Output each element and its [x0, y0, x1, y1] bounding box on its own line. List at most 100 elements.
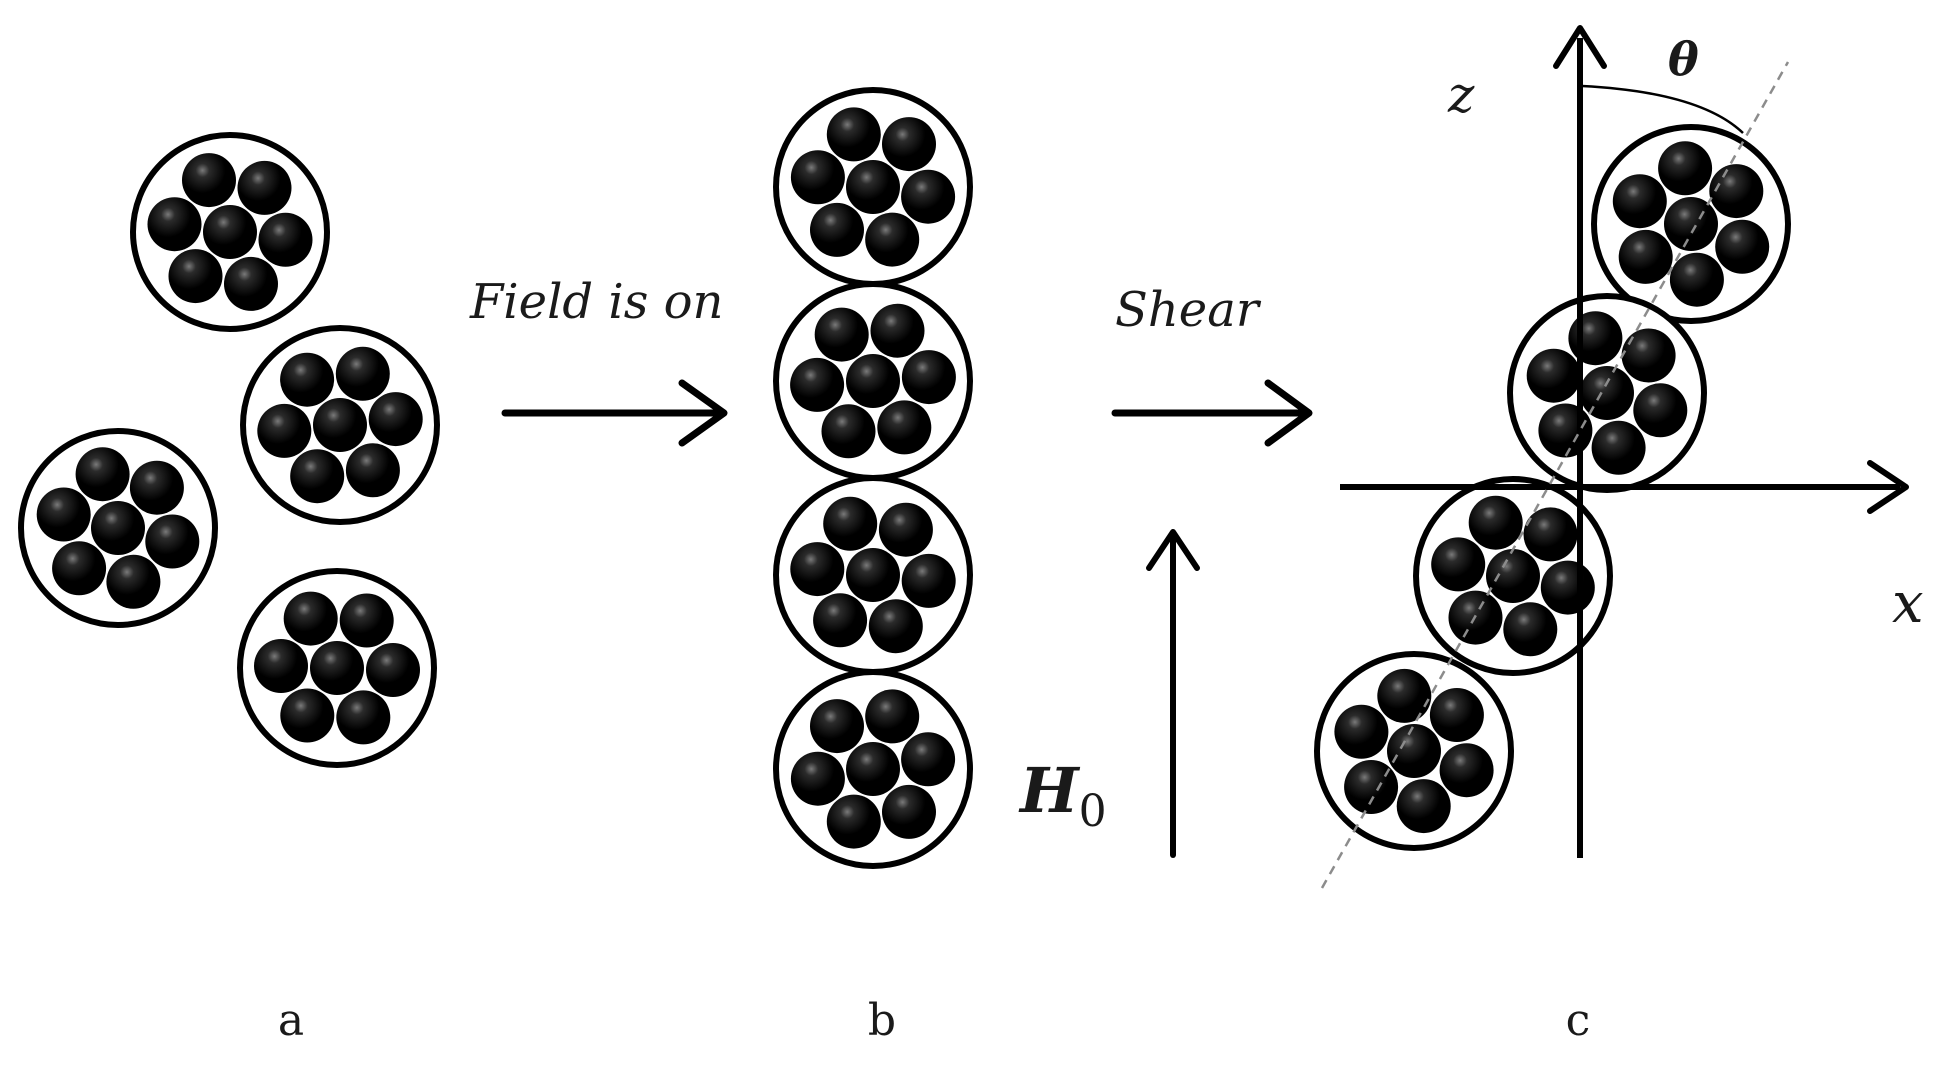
panel-a-caption: a	[278, 995, 304, 1046]
magnetic-particle	[1540, 560, 1595, 615]
field-on-arrow	[501, 379, 728, 447]
magnetic-particle	[254, 639, 308, 693]
magnetic-particle	[810, 699, 864, 754]
cluster-a-4	[237, 568, 437, 768]
magnetic-particle	[1612, 174, 1667, 229]
magnetic-particle	[75, 447, 130, 502]
magnetic-particle	[826, 107, 881, 162]
x-axis-arrowhead	[1867, 460, 1909, 514]
magnetic-particle	[280, 352, 335, 407]
magnetic-particle	[237, 160, 292, 215]
magnetic-particle	[258, 212, 313, 267]
magnetic-particle	[224, 256, 278, 311]
magnetic-particle	[790, 357, 845, 412]
magnetic-particle	[129, 460, 184, 515]
magnetic-particle	[1658, 141, 1713, 196]
magnetic-particle	[823, 496, 878, 551]
magnetic-particle	[36, 487, 91, 542]
magnetic-particle	[1664, 197, 1718, 251]
cluster-c-1	[1591, 124, 1791, 324]
magnetic-particle	[846, 160, 900, 214]
magnetic-particle	[1344, 760, 1399, 814]
magnetic-particle	[882, 117, 936, 172]
magnetic-particle	[1486, 549, 1540, 603]
magnetic-particle	[106, 554, 161, 609]
magnetic-particle	[1468, 495, 1523, 550]
magnetic-particle	[339, 593, 394, 648]
panel-c-caption: c	[1566, 995, 1591, 1046]
magnetic-particle	[901, 350, 956, 405]
magnetic-particle	[1591, 420, 1646, 475]
cluster-c-2	[1507, 293, 1707, 493]
magnetic-particle	[790, 150, 845, 205]
magnetic-particle	[826, 794, 881, 849]
magnetic-particle	[1503, 602, 1558, 657]
magnetic-particle	[790, 542, 845, 597]
magnetic-particle	[313, 398, 367, 452]
magnetic-particle	[810, 202, 864, 257]
magnetic-particle	[1431, 537, 1486, 592]
magnetic-particle	[877, 400, 932, 455]
magnetic-particle	[182, 153, 236, 208]
shear-arrow	[1111, 379, 1313, 447]
magnetic-particle	[813, 593, 868, 648]
coordinate-axes	[1340, 25, 1909, 858]
tilt-axis-dashed	[1320, 61, 1790, 889]
magnetic-particle	[1621, 328, 1676, 383]
magnetic-particle	[1334, 704, 1389, 759]
magnetic-particle	[1633, 383, 1688, 438]
magnetic-particle	[1669, 252, 1724, 307]
cluster-b-4	[773, 669, 973, 869]
magnetic-particle	[1429, 688, 1484, 742]
panel-b-caption: b	[868, 995, 896, 1046]
magnetic-particle	[1396, 779, 1451, 834]
magnetic-particle	[52, 541, 107, 596]
magnetic-particle	[1709, 164, 1764, 219]
angle-arc	[1581, 84, 1744, 134]
magnetic-particle	[821, 404, 876, 459]
magnetic-particle	[168, 249, 223, 304]
magnetic-particle	[91, 501, 145, 555]
field-vector-symbol: H	[1018, 754, 1081, 827]
magnetic-particle	[336, 690, 391, 745]
magnetic-particle	[1387, 724, 1441, 778]
magnetic-particle	[1523, 507, 1578, 562]
magnetic-particle	[1580, 366, 1634, 420]
magnetic-particle	[1618, 229, 1673, 284]
magnetic-particle	[846, 742, 900, 796]
magnetic-particle	[814, 307, 869, 362]
magnetic-particle	[145, 514, 200, 569]
magnetic-particle	[790, 751, 845, 806]
magnetic-particle	[846, 354, 900, 408]
z-axis-label: z	[1447, 66, 1475, 124]
cluster-a-3	[18, 428, 218, 628]
magnetic-particle	[1439, 743, 1494, 798]
magnetic-particle	[310, 641, 364, 695]
magnetic-particle	[865, 689, 920, 744]
magnetic-particle	[283, 591, 338, 646]
magnetic-particle	[882, 784, 936, 839]
x-axis-label: x	[1892, 571, 1924, 636]
magnetic-particle	[368, 392, 423, 447]
magnetic-particle	[1526, 348, 1581, 403]
magnetic-particle	[257, 403, 312, 458]
magnetic-particle	[203, 205, 257, 259]
shear-label: Shear	[1115, 282, 1262, 338]
magnetic-particle	[345, 443, 400, 498]
magnetic-particle	[147, 197, 202, 252]
magnetic-particle	[335, 346, 390, 401]
magnetic-particle	[290, 449, 345, 504]
magnetic-particle	[901, 732, 956, 787]
theta-label: θ	[1668, 32, 1699, 86]
field-vector-subscript: 0	[1079, 786, 1107, 837]
magnetic-particle	[1568, 311, 1623, 366]
magnetic-particle	[901, 553, 956, 608]
magnetic-particle	[868, 599, 923, 654]
cluster-a-2	[240, 325, 440, 525]
cluster-b-3	[773, 475, 973, 675]
magnetic-particle	[901, 169, 956, 224]
z-axis-arrowhead	[1553, 25, 1607, 69]
cluster-b-2	[773, 281, 973, 481]
magnetic-particle	[878, 502, 933, 557]
